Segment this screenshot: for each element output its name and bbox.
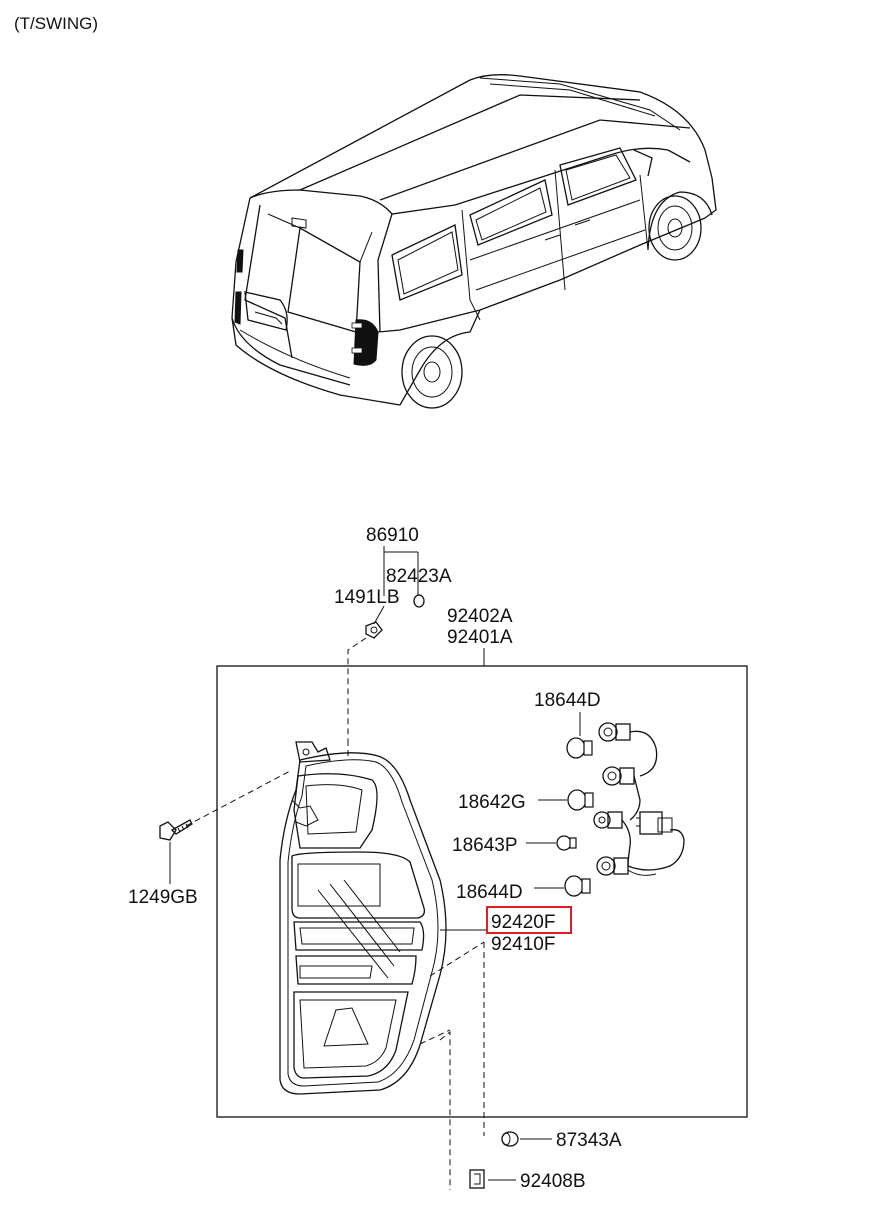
nut-icon xyxy=(365,621,383,639)
tail-lamp-illustration xyxy=(279,741,447,1095)
part-label-82423a: 82423A xyxy=(386,566,452,587)
part-label-92420f: 92420F xyxy=(491,912,555,933)
bulb-18644d-bottom-icon xyxy=(564,875,591,897)
van-illustration xyxy=(231,74,717,409)
part-label-86910: 86910 xyxy=(366,525,419,546)
screw-icon xyxy=(159,819,193,841)
part-label-18642g: 18642G xyxy=(458,792,526,813)
bulb-18644d-top-icon xyxy=(566,737,593,759)
part-label-92410f: 92410F xyxy=(491,934,555,955)
part-label-18644d-bottom: 18644D xyxy=(456,882,523,903)
bulb-18643p-icon xyxy=(556,835,577,851)
part-label-92401a: 92401A xyxy=(447,627,513,648)
part-label-92402a: 92402A xyxy=(447,606,513,627)
washer-icon xyxy=(413,594,425,608)
part-label-18644d-top: 18644D xyxy=(534,690,601,711)
variant-label: (T/SWING) xyxy=(14,14,98,33)
part-label-87343a: 87343A xyxy=(556,1130,622,1151)
wiring-harness-icon xyxy=(593,722,685,876)
part-label-1249gb: 1249GB xyxy=(128,887,198,908)
assembly-box xyxy=(216,665,748,1118)
clip-icon xyxy=(469,1169,485,1189)
top-bracket: 86910 82423A 1491LB xyxy=(334,525,452,740)
grommet-icon xyxy=(501,1131,519,1147)
part-label-92408b: 92408B xyxy=(520,1171,586,1192)
highlight-box-92420f xyxy=(486,906,572,934)
part-label-18643p: 18643P xyxy=(452,835,518,856)
part-label-1491lb: 1491LB xyxy=(334,587,400,608)
bulb-18642g-icon xyxy=(567,789,594,811)
